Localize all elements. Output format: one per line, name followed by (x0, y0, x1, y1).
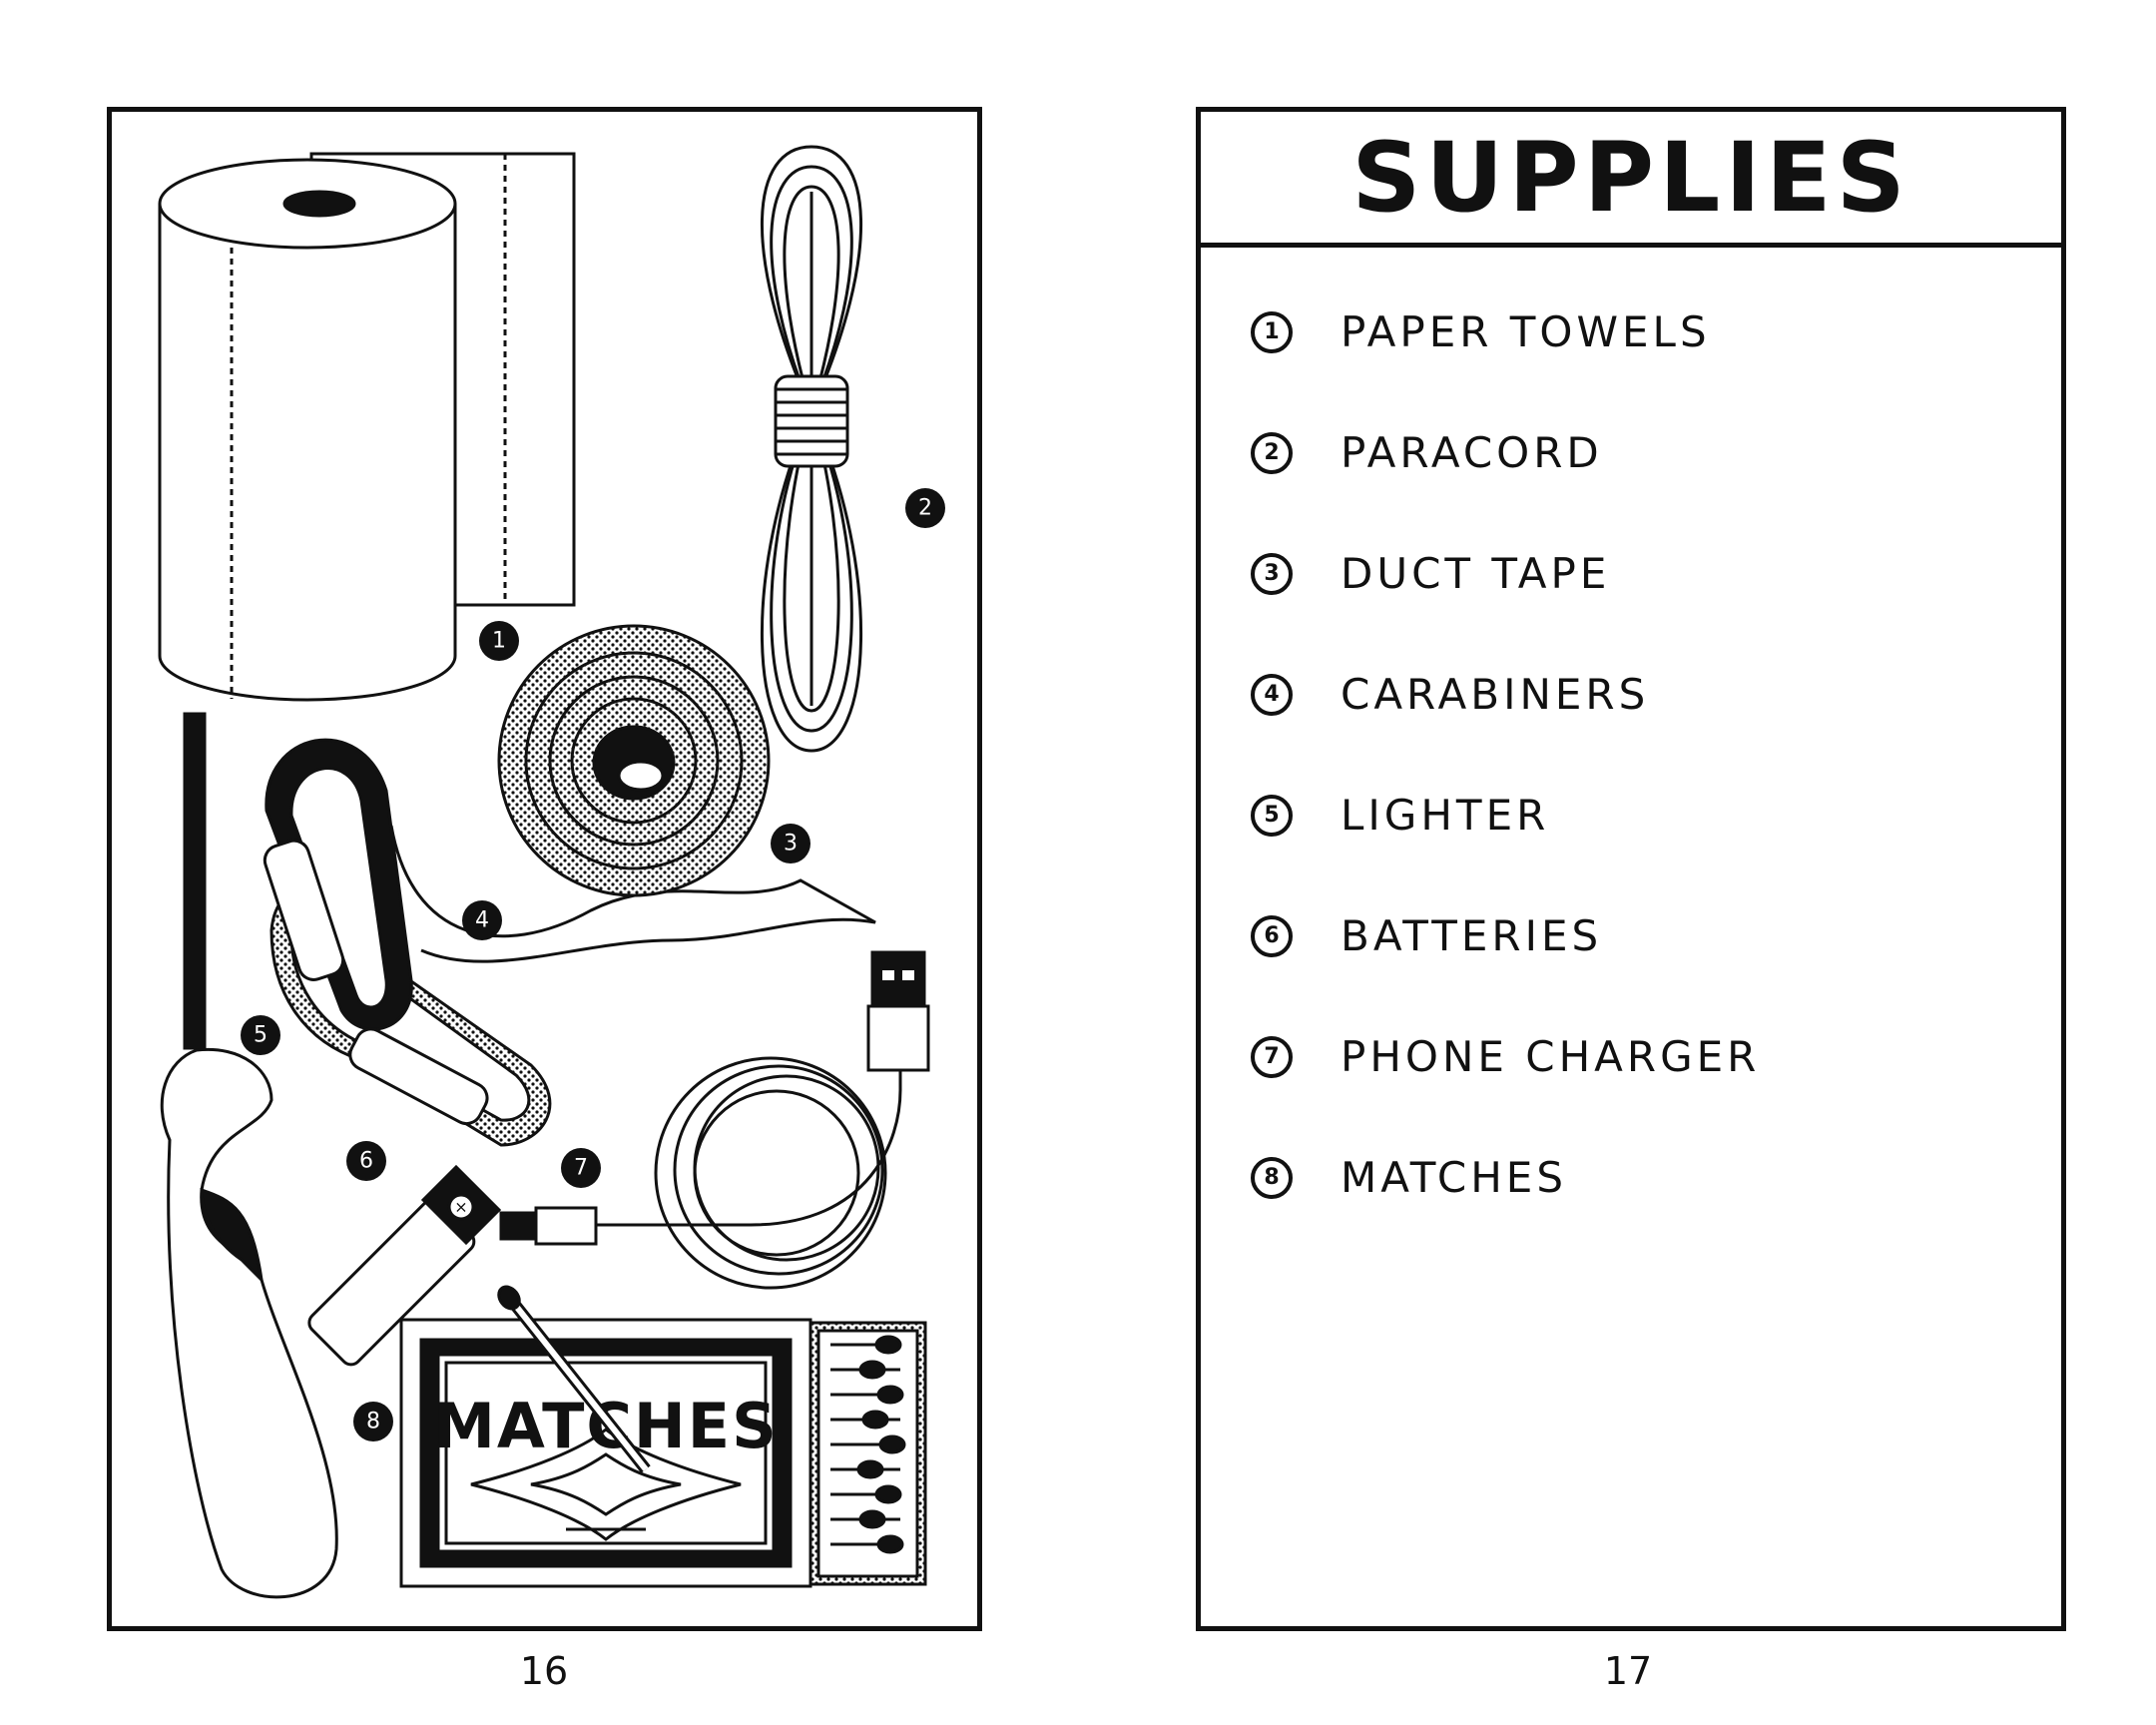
phone-charger-icon (499, 950, 930, 1290)
battery-icon: × (307, 1164, 502, 1367)
item-label: BATTERIES (1341, 911, 1603, 960)
item-label: DUCT TAPE (1341, 549, 1611, 598)
item-label: CARABINERS (1341, 670, 1650, 719)
item-number-badge: 7 (1251, 1035, 1293, 1078)
svg-text:7: 7 (574, 1156, 588, 1181)
list-item: 6 BATTERIES (1251, 875, 1760, 996)
supplies-illustration: × (158, 145, 945, 1599)
matchbox-icon: MATCHES (399, 1285, 927, 1588)
marker-2: 2 (905, 488, 945, 528)
marker-5: 5 (241, 1015, 280, 1055)
page-number-right: 17 (1603, 1649, 1653, 1693)
list-item: 1 PAPER TOWELS (1251, 272, 1760, 392)
list-item: 2 PARACORD (1251, 392, 1760, 513)
title-bar: SUPPLIES (1201, 112, 2061, 248)
svg-text:5: 5 (254, 1023, 268, 1048)
list-item: 4 CARABINERS (1251, 634, 1760, 755)
match-sticks-icon (830, 1335, 906, 1554)
marker-8: 8 (353, 1402, 393, 1441)
duct-tape-icon (389, 624, 876, 963)
svg-text:1: 1 (492, 629, 506, 654)
svg-text:4: 4 (475, 908, 489, 933)
svg-text:×: × (454, 1198, 467, 1217)
page-number-left: 16 (519, 1649, 569, 1693)
item-number-badge: 3 (1251, 552, 1293, 595)
svg-text:8: 8 (366, 1410, 380, 1435)
item-label: PARACORD (1341, 428, 1603, 477)
illustration-frame: × (107, 107, 982, 1631)
supply-list: 1 PAPER TOWELS 2 PARACORD 3 DUCT TAPE 4 … (1251, 272, 1760, 1238)
item-number-badge: 6 (1251, 914, 1293, 957)
marker-1: 1 (479, 621, 519, 661)
list-item: 7 PHONE CHARGER (1251, 996, 1760, 1117)
list-item: 8 MATCHES (1251, 1117, 1760, 1238)
item-label: PHONE CHARGER (1341, 1032, 1761, 1081)
paper-towel-roll-icon (158, 152, 576, 702)
list-item: 3 DUCT TAPE (1251, 513, 1760, 634)
svg-text:6: 6 (359, 1149, 373, 1174)
svg-text:2: 2 (918, 496, 932, 521)
item-label: PAPER TOWELS (1341, 307, 1711, 356)
paracord-icon (760, 145, 863, 753)
item-number-badge: 4 (1251, 673, 1293, 716)
list-item: 5 LIGHTER (1251, 755, 1760, 875)
marker-7: 7 (561, 1148, 601, 1188)
page-title: SUPPLIES (1351, 121, 1910, 234)
carabiners-icon (263, 738, 552, 1147)
item-number-badge: 2 (1251, 431, 1293, 474)
item-label: MATCHES (1341, 1153, 1568, 1202)
item-label: LIGHTER (1341, 791, 1550, 840)
marker-3: 3 (771, 824, 810, 863)
item-number-badge: 8 (1251, 1156, 1293, 1199)
svg-text:3: 3 (784, 832, 798, 857)
marker-6: 6 (346, 1141, 386, 1181)
utility-lighter-icon (160, 712, 338, 1599)
item-number-badge: 1 (1251, 310, 1293, 353)
marker-4: 4 (462, 900, 502, 940)
item-number-badge: 5 (1251, 794, 1293, 837)
supplies-list-frame: SUPPLIES 1 PAPER TOWELS 2 PARACORD 3 DUC… (1196, 107, 2066, 1631)
